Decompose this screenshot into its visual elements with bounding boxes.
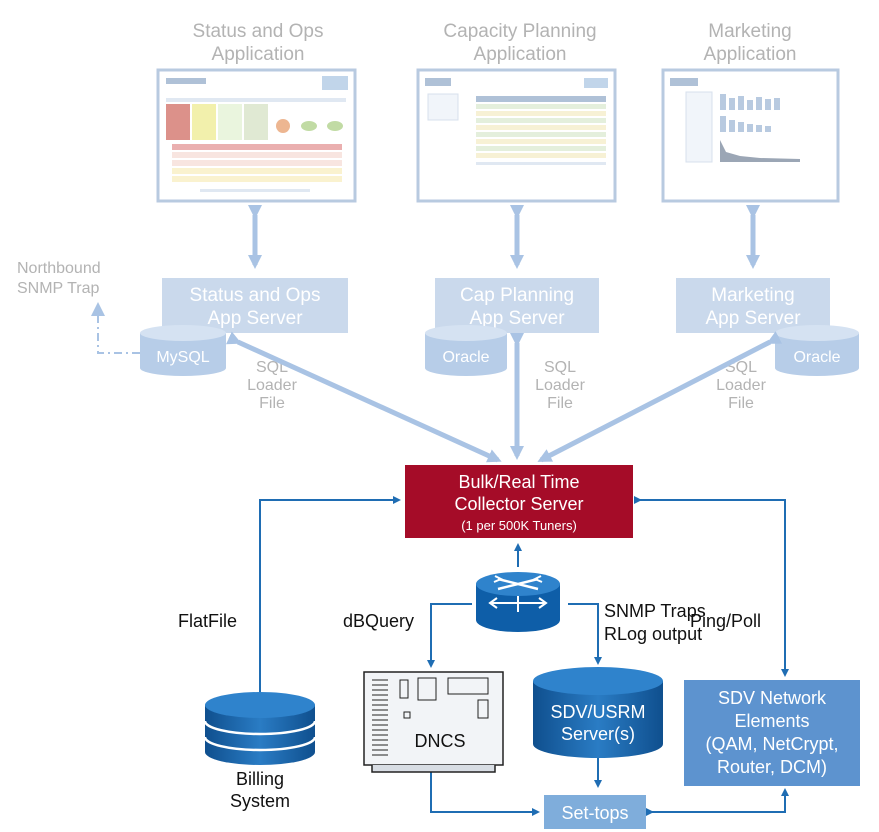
arrow-settops-network-elements [646,788,789,816]
sql-loader-left-line2: Loader [247,377,297,394]
capacity-app-title-line1: Capacity Planning [443,21,596,42]
billing-database-icon [203,692,317,765]
sql-loader-mid-line3: File [547,395,573,412]
ping-poll-label: Ping/Poll [690,611,761,631]
network-elements-line2: Elements [734,711,809,731]
arrow-marketing-server-collector [537,331,783,463]
marketing-app-title-line1: Marketing [708,21,791,42]
status-ops-app-screenshot [156,68,357,203]
arrow-status-server-collector [226,331,502,463]
network-elements-line3: (QAM, NetCrypt, [705,734,838,754]
dncs-server-icon: DNCS [363,671,504,773]
sql-loader-mid-line2: Loader [535,377,585,394]
status-ops-server-line2: App Server [207,308,303,329]
cap-planning-server-line1: Cap Planning [460,285,574,306]
sql-loader-right-line2: Loader [716,377,766,394]
cap-planning-app-server: Cap Planning App Server [435,278,599,333]
marketing-app-screenshot [661,68,840,203]
settops-label: Set-tops [561,803,628,823]
oracle-marketing-label: Oracle [793,349,840,366]
network-elements-line4: Router, DCM) [717,757,827,777]
sql-loader-mid-line1: SQL [544,359,576,376]
collector-server: Bulk/Real Time Collector Server (1 per 5… [405,465,633,538]
flatfile-label: FlatFile [178,611,237,631]
mysql-label: MySQL [156,349,209,366]
sql-loader-right-line3: File [728,395,754,412]
cap-planning-server-line2: App Server [469,308,565,329]
billing-label-line2: System [230,791,290,811]
northbound-label-line1: Northbound [17,260,101,277]
sdv-network-elements: SDV Network Elements (QAM, NetCrypt, Rou… [684,680,860,786]
collector-line1: Bulk/Real Time [458,472,579,492]
snmp-traps-label: SNMP Traps [604,601,706,621]
settops: Set-tops [544,795,646,829]
sdv-usrm-server-icon: SDV/USRM Server(s) [533,667,663,758]
dbquery-label: dBQuery [343,611,414,631]
oracle-cap-label: Oracle [442,349,489,366]
arrow-router-dncs [427,603,472,668]
dncs-label: DNCS [414,731,465,751]
status-ops-app-title-line1: Status and Ops [193,21,324,42]
marketing-server-line1: Marketing [711,285,794,306]
network-elements-line1: SDV Network [718,688,827,708]
capacity-app-screenshot [416,68,617,203]
status-ops-app-server: Status and Ops App Server [162,278,348,333]
arrow-collector-network-elements [634,496,789,677]
sql-loader-left-line3: File [259,395,285,412]
status-ops-app-title-line2: Application [212,44,305,65]
router-icon [476,572,560,632]
mysql-database-icon: MySQL [140,325,226,376]
sdv-usrm-line1: SDV/USRM [550,702,645,722]
marketing-app-server: Marketing App Server [676,278,830,333]
marketing-app-title-line2: Application [704,44,797,65]
status-ops-server-line1: Status and Ops [190,285,321,306]
capacity-app-title-line2: Application [474,44,567,65]
rlog-output-label: RLog output [604,624,702,644]
arrow-billing-collector [259,496,401,765]
northbound-trap-arrow [91,302,140,354]
collector-line3: (1 per 500K Tuners) [461,518,577,533]
northbound-label-line2: SNMP Trap [17,280,100,297]
oracle-cap-database-icon: Oracle [425,325,507,376]
collector-line2: Collector Server [454,494,583,514]
oracle-marketing-database-icon: Oracle [775,325,859,376]
arrow-dncs-settops [427,766,540,816]
marketing-server-line2: App Server [705,308,801,329]
sdv-usrm-line2: Server(s) [561,724,635,744]
arrow-router-sdv [568,603,602,665]
billing-label-line1: Billing [236,769,284,789]
